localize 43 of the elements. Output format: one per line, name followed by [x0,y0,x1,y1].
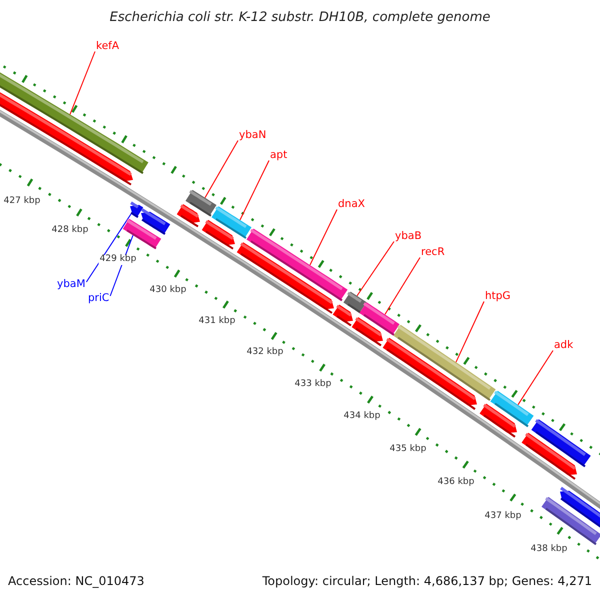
position-label: 436 kbp [436,478,476,488]
leader-line [356,241,394,296]
gene-bar [0,70,148,174]
leader-line [518,350,554,406]
gene-bar [212,206,252,239]
title: Escherichia coli str. K-12 substr. DH10B, complete genome [108,10,492,25]
gene-label: ybaM [57,279,86,291]
gene-label: recR [421,247,445,259]
position-label: 429 kbp [98,255,138,265]
gene-label: adk [554,340,574,352]
gene-label: kefA [96,41,120,53]
position-label: 431 kbp [198,317,236,327]
gene-label: dnaX [338,199,365,211]
gene-bar [130,202,144,218]
position-label: 435 kbp [388,445,428,455]
gene-label: priC [88,293,110,305]
leader-line [384,257,420,315]
position-label: 427 kbp [2,197,42,207]
gene-label: ybaB [395,231,422,243]
footer-text: Accession: NC_010473 [8,575,144,588]
leader-line [240,160,270,220]
footer-text: Topology: circular; Length: 4,686,137 bp; Genes: 4,271 [262,575,592,588]
position-label: 432 kbp [246,348,284,358]
gene-bar [393,324,496,401]
leader-line [70,51,96,115]
position-label: 430 kbp [148,286,188,296]
leader-line [86,214,132,282]
position-label: 437 kbp [484,512,522,522]
position-label: 428 kbp [50,226,90,236]
position-label: 438 kbp [530,545,568,555]
gene-bar [490,390,534,428]
leader-line [204,140,238,198]
gene-bar [359,302,400,336]
gene-label: htpG [485,291,511,303]
gene-bar [122,218,162,250]
position-label: 434 kbp [342,412,382,422]
gene-bar [246,228,348,302]
position-label: 433 kbp [294,380,332,390]
gene-label: ybaN [239,130,266,142]
leader-line [456,301,484,363]
gene-bar [186,190,216,217]
leader-line [310,209,338,266]
gene-label: apt [270,150,288,162]
